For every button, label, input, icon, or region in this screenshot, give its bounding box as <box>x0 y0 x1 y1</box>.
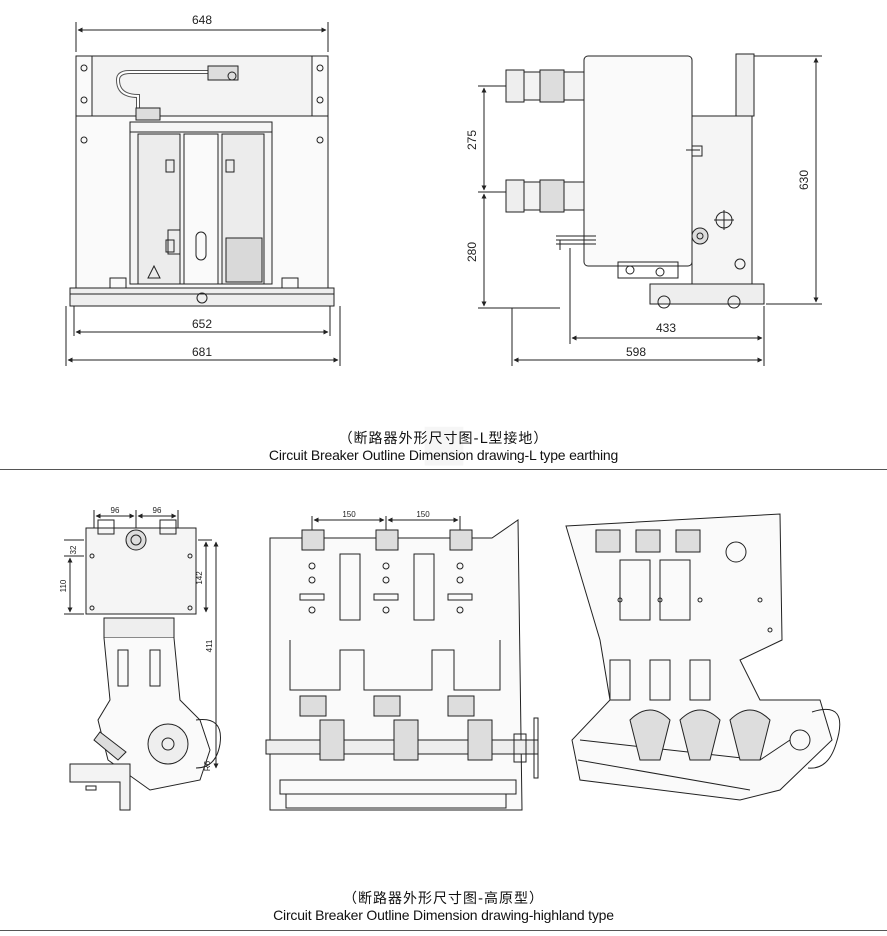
caption-l-type-en: Circuit Breaker Outline Dimension drawin… <box>268 447 619 463</box>
divider-top <box>0 469 887 470</box>
front-view-highland <box>265 516 539 811</box>
dim-648: 648 <box>192 13 212 27</box>
dim-r6: R6 <box>203 760 212 771</box>
dim-275: 275 <box>465 130 479 150</box>
dim-598: 598 <box>626 345 646 359</box>
isometric-view-highland <box>565 513 841 801</box>
caption-highland-zh: （断路器外形尺寸图-高原型） <box>342 891 545 907</box>
dim-411: 411 <box>205 639 214 652</box>
front-view-l-type <box>65 22 341 366</box>
dim-280: 280 <box>465 242 479 262</box>
dim-96-left: 96 <box>111 506 120 515</box>
dim-150-right: 150 <box>416 510 430 519</box>
dim-96-right: 96 <box>153 506 162 515</box>
dim-32: 32 <box>69 545 78 554</box>
divider-bottom <box>0 930 887 931</box>
dim-681: 681 <box>192 345 212 359</box>
dim-433: 433 <box>656 321 676 335</box>
dim-150-left: 150 <box>342 510 356 519</box>
side-view-highland <box>64 510 221 811</box>
side-view-l-type <box>478 53 822 366</box>
dim-630: 630 <box>797 170 811 190</box>
caption-l-type: （断路器外形尺寸图-L型接地） Circuit Breaker Outline … <box>0 431 887 463</box>
dim-652: 652 <box>192 317 212 331</box>
caption-highland: （断路器外形尺寸图-高原型） Circuit Breaker Outline D… <box>0 891 887 923</box>
caption-l-type-zh: （断路器外形尺寸图-L型接地） <box>338 431 549 447</box>
dim-110: 110 <box>59 579 68 592</box>
dim-142: 142 <box>195 571 204 585</box>
caption-highland-en: Circuit Breaker Outline Dimension drawin… <box>273 907 614 923</box>
